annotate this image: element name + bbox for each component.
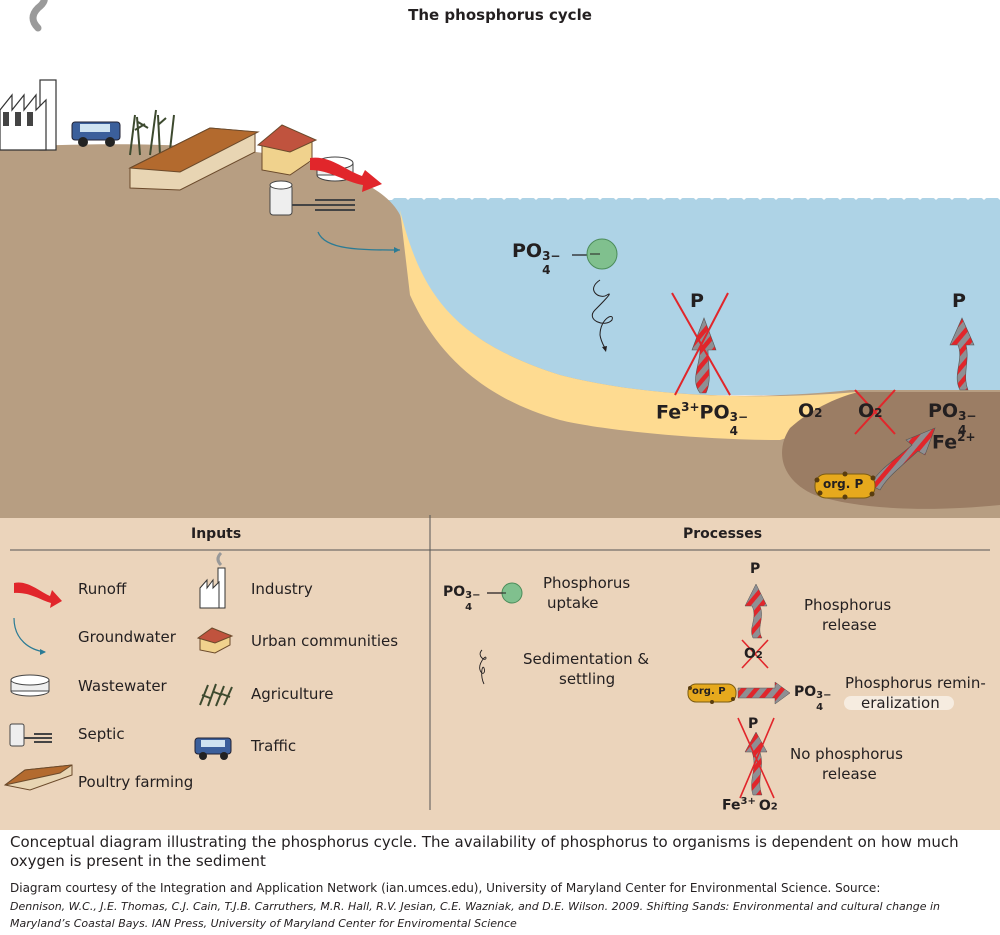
sedimentation-legend-icon	[479, 649, 487, 685]
septic-icon	[269, 180, 355, 216]
traffic-label: Traffic	[251, 737, 297, 755]
no-release-label-2: release	[822, 765, 877, 783]
o2-oxic-label: O2	[798, 400, 823, 422]
o2-cross	[854, 389, 896, 435]
septic-label: Septic	[78, 725, 125, 743]
p-released-label: P	[952, 290, 966, 312]
sedimentation-spiral	[591, 279, 613, 351]
remineralization-arrow	[869, 427, 936, 491]
industry-label: Industry	[251, 580, 313, 598]
car-icon	[71, 121, 121, 147]
sand-layer	[400, 210, 858, 440]
no-release-fe3-o2-label: Fe3+O2	[722, 796, 778, 814]
org-p-label: org. P	[823, 477, 864, 491]
release-o2-label: O2	[744, 646, 763, 662]
fe2-label: Fe2+	[932, 430, 976, 454]
bay-water	[385, 198, 1000, 395]
poultry-legend-icon	[3, 764, 73, 791]
remin-orgp-label: org. P	[692, 686, 726, 697]
house-icon	[256, 124, 318, 176]
agriculture-legend-icon	[199, 683, 233, 707]
poultry-barn-icon	[128, 127, 260, 191]
inputs-header: Inputs	[191, 526, 242, 542]
remin-label-2: eralization	[861, 694, 940, 712]
remin-legend-arrow	[737, 681, 791, 705]
urban-label: Urban communities	[251, 632, 399, 650]
runoff-label: Runoff	[78, 580, 127, 598]
p-blocked-label: P	[690, 290, 704, 312]
algae-cell	[586, 238, 618, 270]
sedimentation-label-2: settling	[559, 670, 616, 688]
industry-legend-icon	[199, 551, 226, 609]
remin-label-1: Phosphorus remin-	[845, 674, 986, 692]
groundwater-arrow	[317, 231, 401, 251]
poultry-label: Poultry farming	[78, 773, 194, 791]
org-p-blob	[814, 471, 876, 500]
remin-legend-orgp	[687, 683, 737, 704]
caption-main: Conceptual diagram illustrating the phos…	[10, 833, 959, 870]
urban-legend-icon	[196, 627, 234, 654]
blocked-release-cross	[671, 292, 731, 396]
uptake-label-1: Phosphorus	[543, 574, 631, 592]
release-p-label: P	[750, 561, 761, 577]
no-release-label-1: No phosphorus	[790, 745, 903, 763]
caption-source: Dennison, W.C., J.E. Thomas, C.J. Cain, …	[10, 900, 941, 930]
septic-legend-icon	[9, 723, 52, 747]
no-release-p-label: P	[748, 716, 759, 732]
release-legend-o2-cross	[741, 639, 769, 669]
release-legend-arrow	[744, 583, 768, 639]
release-label-2: release	[822, 616, 877, 634]
factory-icon	[0, 0, 57, 151]
caption-credit: Diagram courtesy of the Integration and …	[10, 881, 881, 895]
wastewater-label: Wastewater	[78, 677, 167, 695]
diagram-title: The phosphorus cycle	[408, 6, 592, 24]
wave-crests	[385, 188, 1000, 200]
release-label-1: Phosphorus	[804, 596, 892, 614]
processes-header: Processes	[683, 526, 763, 542]
groundwater-label: Groundwater	[78, 628, 176, 646]
wastewater-icon	[10, 674, 50, 697]
traffic-legend-icon	[194, 737, 232, 760]
no-release-legend-cross	[737, 717, 775, 799]
uptake-label-2: uptake	[547, 594, 599, 612]
runoff-arrow	[310, 157, 382, 192]
agriculture-label: Agriculture	[251, 685, 334, 703]
o2-anoxic-label: O2	[858, 400, 883, 422]
crops-icon	[129, 109, 175, 156]
legend-panel	[0, 518, 1000, 830]
sedimentation-label-1: Sedimentation &	[523, 650, 650, 668]
release-arrow	[949, 317, 975, 391]
runoff-icon	[14, 582, 62, 608]
